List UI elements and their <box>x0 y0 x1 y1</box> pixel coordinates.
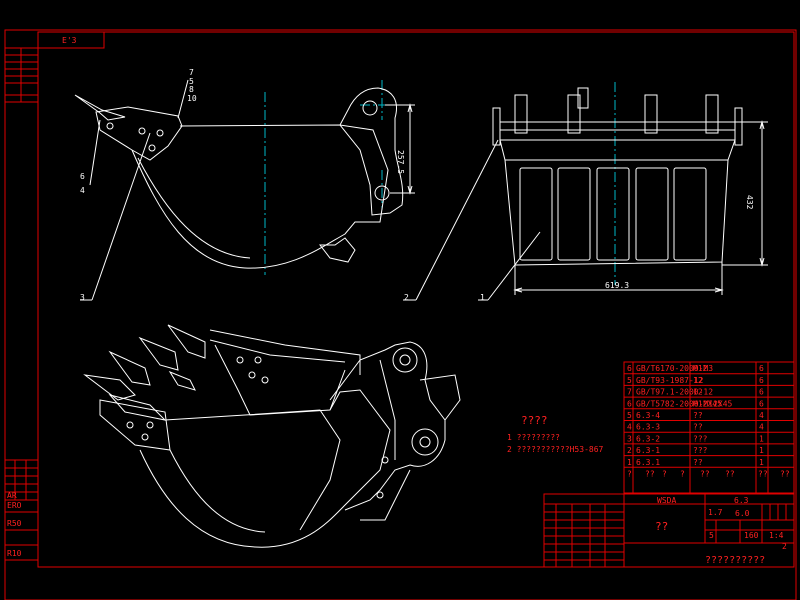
parts-header-cell: ?? <box>645 470 655 479</box>
parts-header-cell: ? <box>627 470 632 479</box>
parts-row-no: 6 <box>627 364 632 373</box>
part-label-7: 7 <box>189 68 194 77</box>
left-strip-label-1: AR <box>7 491 17 500</box>
parts-row-name: M12X45 <box>693 399 722 408</box>
front-height-dimension: 432 <box>745 195 754 210</box>
parts-header-cell: ? <box>662 470 667 479</box>
part-label-3: 3 <box>80 293 85 302</box>
parts-row-no: 3 <box>627 434 632 443</box>
front-width-dimension: 619.3 <box>605 281 629 290</box>
isometric-view-bucket[interactable] <box>83 324 461 548</box>
title-small-num: 2 <box>782 542 787 551</box>
title-weight: 160 <box>744 531 759 540</box>
part-label-6: 6 <box>80 172 85 181</box>
parts-row-no: 5 <box>627 376 632 385</box>
title-scale-a: 1.7 <box>708 508 723 517</box>
title-scale-b: 6.0 <box>735 509 750 518</box>
parts-row-name: ?? <box>693 411 703 420</box>
parts-row-no: 6 <box>627 399 632 408</box>
parts-header-cell: ?? <box>780 470 790 479</box>
side-view-bucket[interactable] <box>74 79 415 301</box>
parts-header-cell: ?? <box>758 470 768 479</box>
parts-row-qty: 1 <box>759 446 764 455</box>
parts-row-qty: 4 <box>759 423 764 432</box>
front-view-bucket[interactable] <box>403 82 768 301</box>
left-strip-label-2: ERO <box>7 501 22 510</box>
technical-notes: ???? 1 ????????? 2 ???????????H53-867 <box>507 414 604 454</box>
parts-row-name: 12 <box>693 388 703 397</box>
parts-row-name: M12 <box>693 364 708 373</box>
parts-row-code: GB/T5782-2000-M12X45 <box>636 399 733 408</box>
title-drawing-no: 6.3 <box>734 496 749 505</box>
parts-row-qty: 1 <box>759 458 764 467</box>
part-label-4: 4 <box>80 186 85 195</box>
parts-row-code: GB/T93-1987-12 <box>636 376 704 385</box>
parts-row-code: 6.3.1 <box>636 458 660 467</box>
notes-item-2: 2 ???????????H53-867 <box>507 445 604 454</box>
parts-row-qty: 4 <box>759 411 764 420</box>
parts-row-no: 1 <box>627 458 632 467</box>
notes-item-1: 1 ????????? <box>507 433 560 442</box>
part-label-8: 8 <box>189 85 194 94</box>
parts-row-code: 6.3-4 <box>636 411 660 420</box>
top-left-tag: E'3 <box>62 36 77 45</box>
parts-header-cell: ?? <box>700 470 710 479</box>
parts-header-cell: ? <box>680 470 685 479</box>
parts-row-code: 6.3-1 <box>636 446 660 455</box>
title-material: WSDA <box>657 496 676 505</box>
parts-row-code: 6.3-2 <box>636 434 660 443</box>
notes-title: ???? <box>521 414 548 427</box>
side-view-dimension: 257.5 <box>396 150 405 174</box>
title-ratio: 1:4 <box>769 531 784 540</box>
parts-row-name: ?? <box>693 458 703 467</box>
parts-row-code: GB/T6170-2000-M3 <box>636 364 713 373</box>
parts-row-qty: 6 <box>759 376 764 385</box>
parts-row-qty: 6 <box>759 388 764 397</box>
parts-row-name: ?? <box>693 423 703 432</box>
parts-row-no: 7 <box>627 388 632 397</box>
part-label-2: 2 <box>404 293 409 302</box>
parts-row-qty: 6 <box>759 364 764 373</box>
parts-row-no: 2 <box>627 446 632 455</box>
part-label-1: 1 <box>480 293 485 302</box>
left-strip-label-3: R50 <box>7 519 22 528</box>
parts-row-code: 6.3-3 <box>636 423 660 432</box>
parts-row-name: ??? <box>693 434 708 443</box>
title-part-name: ?? <box>655 520 668 533</box>
parts-row-no: 5 <box>627 411 632 420</box>
parts-row-code: GB/T97.1-2000-12 <box>636 388 713 397</box>
parts-header-cell: ?? <box>725 470 735 479</box>
parts-row-name: ??? <box>693 446 708 455</box>
drawing-frame <box>4 29 797 600</box>
left-strip-label-4: R10 <box>7 549 22 558</box>
parts-row-qty: 1 <box>759 434 764 443</box>
part-label-5: 5 <box>189 77 194 86</box>
title-qty: 5 <box>709 531 714 540</box>
parts-row-no: 4 <box>627 423 632 432</box>
title-block <box>543 493 795 568</box>
parts-row-name: 12 <box>693 376 703 385</box>
title-company: ?????????? <box>705 555 765 566</box>
parts-row-qty: 6 <box>759 399 764 408</box>
part-label-10: 10 <box>187 94 197 103</box>
